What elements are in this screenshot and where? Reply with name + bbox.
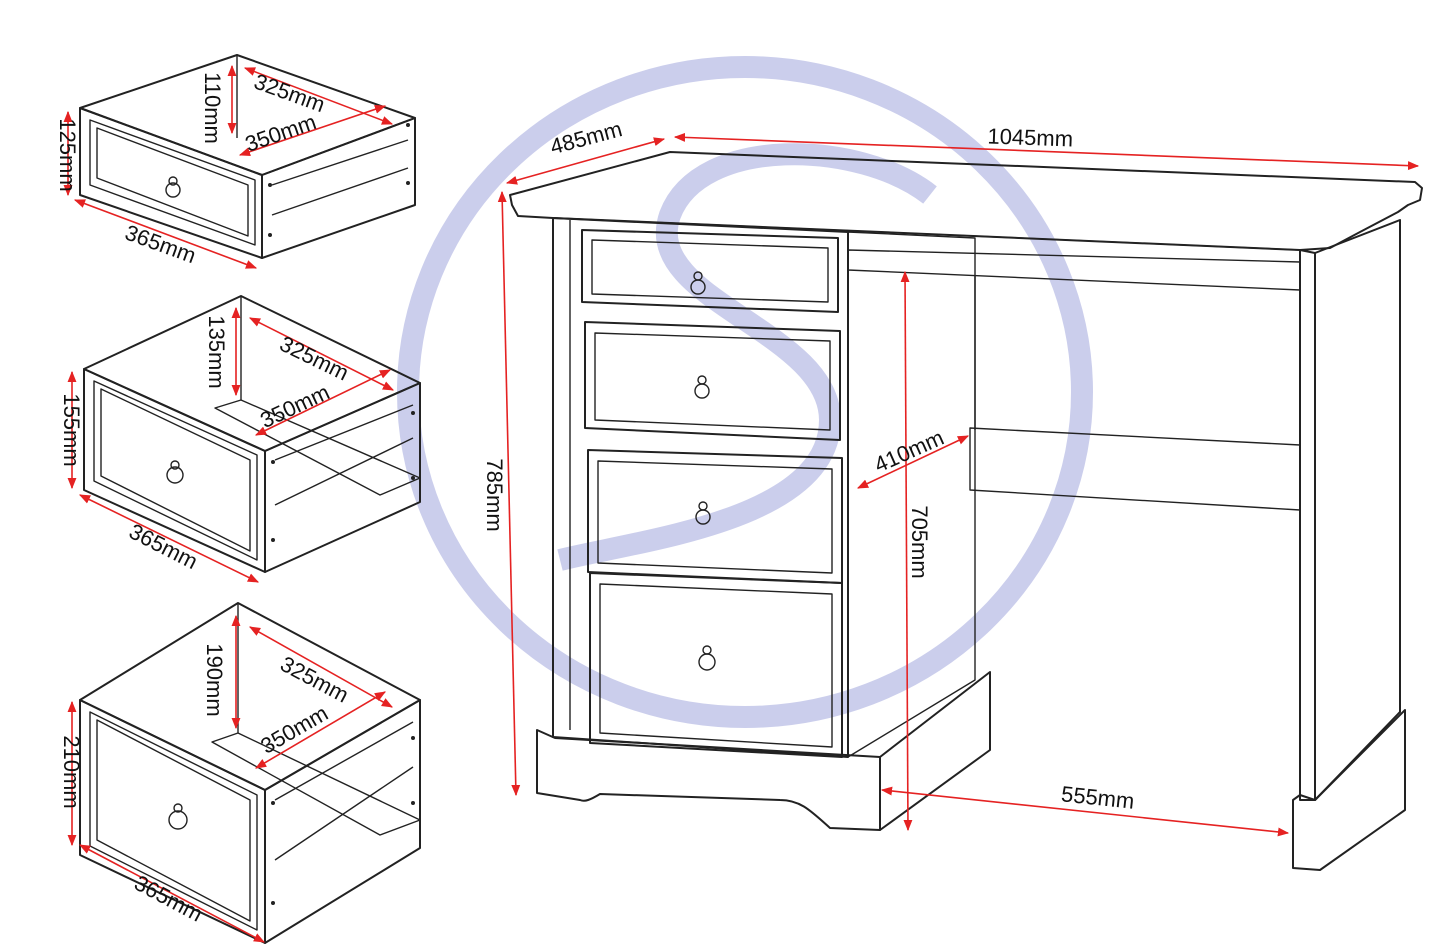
drawer1-inner-height-label: 110mm [200, 72, 225, 144]
drawer1-height-label: 125mm [55, 118, 80, 191]
drawer3-inner-depth-label: 325mm [276, 651, 353, 708]
drawer1-width-label: 365mm [122, 220, 199, 269]
drawer1-inner-depth-label: 325mm [251, 69, 328, 118]
desk-drawer-2 [584, 321, 841, 441]
dim-drawer2-width [78, 494, 260, 583]
dim-desk-width [673, 132, 1420, 171]
desk-height-label: 785mm [482, 458, 507, 531]
drawer-small-dimensions: 125mm 110mm 325mm 350mm 365mm [55, 64, 394, 269]
drawer2-inner-height-label: 135mm [204, 315, 229, 388]
desk [509, 151, 1423, 871]
dim-drawer3-inner-width [255, 691, 386, 769]
dim-drawer1-width [73, 199, 258, 269]
desk-drawer-4 [589, 572, 843, 758]
drawer3-inner-height-label: 190mm [202, 643, 227, 716]
dim-knee-depth [856, 435, 970, 489]
desk-width-label: 1045mm [987, 124, 1073, 152]
dim-desk-depth [505, 137, 666, 185]
knee-height-label: 705mm [907, 505, 932, 578]
dim-drawer3-width [79, 844, 265, 943]
drawer1-inner-width-label: 350mm [242, 109, 320, 157]
drawer-small [79, 54, 416, 259]
drawer3-height-label: 210mm [59, 735, 84, 808]
drawer2-height-label: 155mm [59, 393, 84, 466]
dim-knee-height [900, 270, 913, 832]
dim-desk-height [497, 190, 521, 797]
dim-drawer1-inner-width [238, 104, 387, 157]
knee-width-label: 555mm [1060, 781, 1136, 814]
dim-drawer2-inner-width [254, 369, 392, 436]
desk-dimensions: 485mm 1045mm 785mm 410mm 705mm 555mm [482, 116, 1420, 837]
desk-drawer-1 [581, 229, 839, 313]
dim-knee-width [880, 786, 1290, 837]
drawer2-inner-depth-label: 325mm [276, 331, 353, 386]
drawer2-inner-width-label: 350mm [256, 379, 333, 433]
knee-depth-label: 410mm [870, 425, 947, 478]
